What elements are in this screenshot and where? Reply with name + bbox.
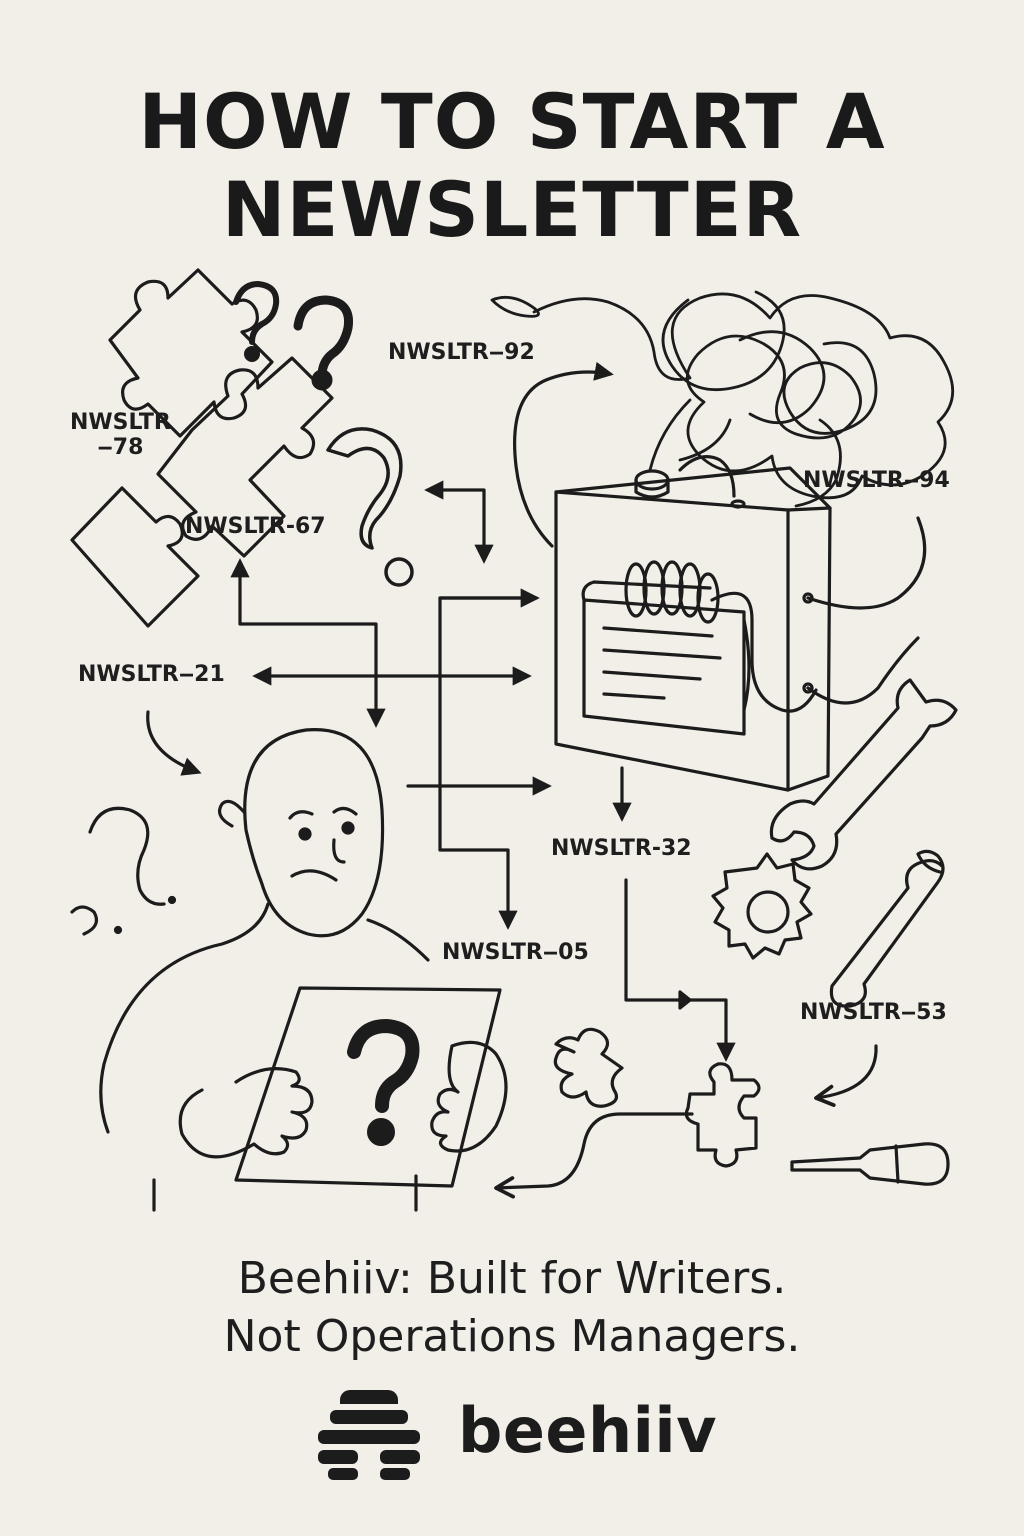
puzzle-piece-icon: [684, 1062, 761, 1168]
label-nwsltr-94: NWSLTR‒94: [803, 468, 950, 493]
wrench-icon: [769, 678, 958, 871]
page-title: HOW TO START A NEWSLETTER: [0, 78, 1024, 254]
tangled-cable: [490, 290, 955, 508]
brand-lockup: beehiiv: [0, 1380, 1024, 1490]
tagline: Beehiiv: Built for Writers. Not Operatio…: [0, 1250, 1024, 1366]
beehive-icon: [318, 1390, 420, 1480]
puzzle-piece-icon: [70, 486, 200, 628]
title-line-1: HOW TO START A: [138, 77, 886, 166]
wrench-icon: [829, 849, 945, 1008]
question-mark-icon: [293, 295, 354, 391]
label-nwsltr-78-line1: NWSLTR: [70, 410, 171, 435]
puzzle-piece-icon: [156, 356, 334, 558]
label-nwsltr-78: NWSLTR ‒78: [70, 410, 171, 460]
confused-person: [99, 728, 508, 1212]
tagline-line-2: Not Operations Managers.: [223, 1311, 801, 1362]
label-nwsltr-67: NWSLTR-67: [185, 514, 326, 539]
question-mark-icon: [326, 427, 414, 587]
question-mark-icon: [347, 1019, 420, 1146]
label-nwsltr-21: NWSLTR‒21: [78, 662, 225, 687]
puzzle-piece-icon: [108, 268, 274, 438]
gear-icon: [711, 852, 813, 960]
tagline-line-1: Beehiiv: Built for Writers.: [237, 1253, 787, 1304]
label-nwsltr-92: NWSLTR‒92: [388, 340, 535, 365]
label-nwsltr-32: NWSLTR-32: [551, 836, 692, 861]
flow-arrows: [146, 361, 878, 1199]
label-nwsltr-05: NWSLTR‒05: [442, 940, 589, 965]
brand-name: beehiiv: [458, 1394, 718, 1467]
newsletter-machine: [554, 455, 832, 792]
puzzle-piece-icon: [553, 1027, 624, 1108]
question-mark-icon: [233, 281, 280, 362]
label-nwsltr-78-line2: ‒78: [97, 435, 144, 460]
question-mark-icon: [70, 806, 177, 936]
label-nwsltr-53: NWSLTR‒53: [800, 1000, 947, 1025]
screwdriver-icon: [790, 1142, 950, 1186]
cable: [806, 516, 927, 705]
title-line-2: NEWSLETTER: [221, 165, 803, 254]
